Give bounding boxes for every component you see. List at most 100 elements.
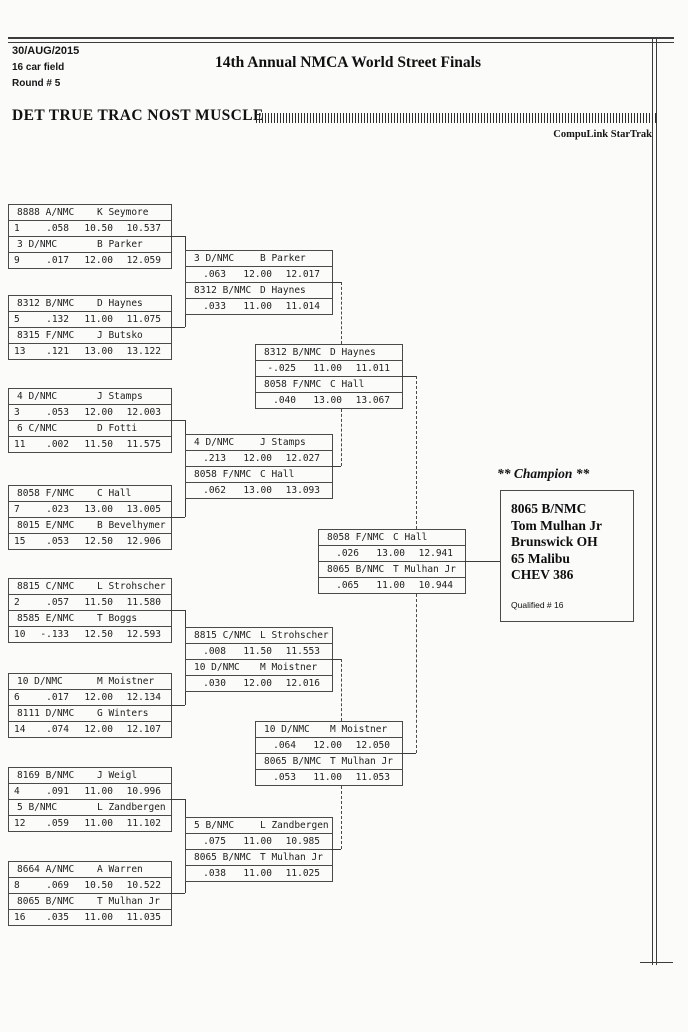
entry-data-row: .075 11.00 10.985 (186, 834, 332, 850)
reaction-time: .065 (336, 580, 359, 591)
entry-name-row: 8815 C/NMC L Strohscher (186, 628, 332, 644)
driver-name: L Strohscher (260, 630, 329, 641)
elapsed-time: 11.580 (126, 597, 161, 608)
connector-line (401, 753, 416, 754)
page-border-top-inner (8, 42, 674, 43)
elapsed-time: 12.003 (126, 407, 161, 418)
qualify-position: 1 (14, 223, 20, 234)
entry-data-row: .213 12.00 12.027 (186, 451, 332, 467)
elapsed-time: 10.537 (126, 223, 161, 234)
connector-line (331, 849, 341, 850)
dial-in: 12.50 (84, 536, 113, 547)
dial-in: 10.50 (84, 223, 113, 234)
reaction-time: .058 (46, 223, 69, 234)
driver-name: T Mulhan Jr (330, 756, 393, 767)
driver-name: A Warren (97, 864, 143, 875)
car-number: 8815 C/NMC (17, 581, 75, 592)
champion-car-number: 8065 B/NMC (511, 501, 587, 516)
qualify-position: 12 (14, 818, 26, 829)
entry-name-row: 8312 B/NMC D Haynes (186, 283, 332, 299)
driver-name: M Moistner (97, 676, 155, 687)
entry-name-row: 8312 B/NMC D Haynes (256, 345, 402, 361)
elapsed-time: 11.053 (355, 772, 390, 783)
reaction-time: .059 (46, 818, 69, 829)
elapsed-time: 12.107 (126, 724, 161, 735)
entry-data-row: .026 13.00 12.941 (319, 546, 465, 562)
car-number: 10 D/NMC (264, 724, 310, 735)
qualify-position: 4 (14, 786, 20, 797)
car-number: 10 D/NMC (17, 676, 63, 687)
entry-data-row: .053 11.00 11.053 (256, 770, 402, 785)
reaction-time: .017 (46, 692, 69, 703)
elapsed-time: 12.017 (285, 269, 320, 280)
entry-data-row: .062 13.00 13.093 (186, 483, 332, 498)
car-number: 8058 F/NMC (264, 379, 322, 390)
driver-name: G Winters (97, 708, 149, 719)
reaction-time: .023 (46, 504, 69, 515)
driver-name: B Parker (97, 239, 143, 250)
reaction-time: .026 (336, 548, 359, 559)
connector-line (185, 610, 186, 627)
driver-name: T Mulhan Jr (260, 852, 323, 863)
entry-name-row: 4 D/NMC J Stamps (186, 435, 332, 451)
connector-line (170, 236, 185, 237)
dial-in: 11.00 (243, 836, 272, 847)
qualify-position: 13 (14, 346, 26, 357)
reaction-time: .017 (46, 255, 69, 266)
entry-name-row: 10 D/NMC M Moistner (256, 722, 402, 738)
driver-name: D Haynes (260, 285, 306, 296)
elapsed-time: 13.067 (355, 395, 390, 406)
match-r1m4: 8058 F/NMC C Hall 7 .023 13.00 13.005 80… (8, 485, 172, 550)
qualify-position: 2 (14, 597, 20, 608)
dial-in: 11.00 (243, 301, 272, 312)
match-r3m2: 10 D/NMC M Moistner .064 12.00 12.050 80… (255, 721, 403, 786)
connector-line (331, 659, 341, 660)
car-number: 10 D/NMC (194, 662, 240, 673)
reaction-time: .038 (203, 868, 226, 879)
elapsed-time: 11.553 (285, 646, 320, 657)
entry-data-row: .033 11.00 11.014 (186, 299, 332, 314)
qualify-position: 8 (14, 880, 20, 891)
connector-line (464, 561, 500, 562)
entry-name-row: 10 D/NMC M Moistner (186, 660, 332, 676)
connector-line (331, 466, 341, 467)
car-number: 8015 E/NMC (17, 520, 75, 531)
qualify-position: 14 (14, 724, 26, 735)
reaction-time: .002 (46, 439, 69, 450)
connector-line (185, 692, 186, 705)
driver-name: C Hall (330, 379, 365, 390)
car-number: 8058 F/NMC (17, 488, 75, 499)
entry-data-row: 10 -.133 12.50 12.593 (9, 627, 171, 642)
match-r1m2: 8312 B/NMC D Haynes 5 .132 11.00 11.075 … (8, 295, 172, 360)
dial-in: 13.00 (84, 504, 113, 515)
connector-line (185, 420, 186, 434)
driver-name: B Parker (260, 253, 306, 264)
car-number: 8058 F/NMC (194, 469, 252, 480)
car-number: 6 C/NMC (17, 423, 58, 434)
entry-data-row: 15 .053 12.50 12.906 (9, 534, 171, 549)
dial-in: 12.00 (84, 407, 113, 418)
entry-data-row: 3 .053 12.00 12.003 (9, 405, 171, 421)
qualify-position: 15 (14, 536, 26, 547)
champion-city: Brunswick OH (511, 534, 598, 549)
dial-in: 12.50 (84, 629, 113, 640)
entry-data-row: 8 .069 10.50 10.522 (9, 878, 171, 894)
reaction-time: .030 (203, 678, 226, 689)
car-number: 8065 B/NMC (17, 896, 75, 907)
car-number: 8312 B/NMC (17, 298, 75, 309)
entry-name-row: 8664 A/NMC A Warren (9, 862, 171, 878)
connector-line (185, 315, 186, 327)
reaction-time: .132 (46, 314, 69, 325)
driver-name: D Haynes (97, 298, 143, 309)
entry-data-row: 12 .059 11.00 11.102 (9, 816, 171, 831)
driver-name: C Hall (260, 469, 295, 480)
dial-in: 12.00 (243, 453, 272, 464)
car-number: 4 D/NMC (194, 437, 235, 448)
field-size: 16 car field (12, 62, 65, 73)
champion-box: 8065 B/NMC Tom Mulhan Jr Brunswick OH 65… (500, 490, 634, 622)
driver-name: K Seymore (97, 207, 149, 218)
dial-in: 12.00 (84, 692, 113, 703)
entry-name-row: 10 D/NMC M Moistner (9, 674, 171, 690)
page-border-right-inner (656, 37, 657, 965)
